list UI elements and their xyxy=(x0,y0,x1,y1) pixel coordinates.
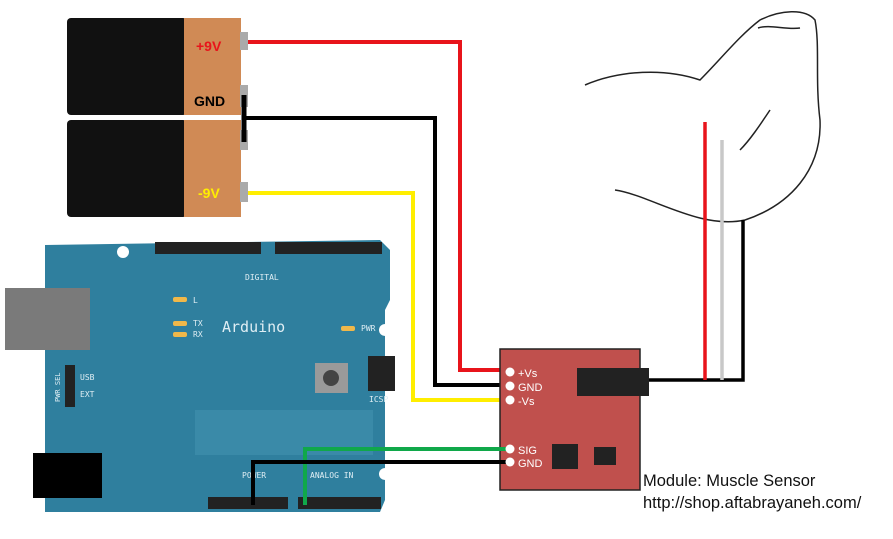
electrode-connector xyxy=(577,368,649,396)
pin-label: +Vs xyxy=(518,368,538,380)
wire-sig-green xyxy=(303,447,508,505)
arduino-brand: Arduino xyxy=(222,318,285,336)
power-header xyxy=(208,497,288,509)
icsp-label: ICSP xyxy=(369,395,388,404)
digital-header-left xyxy=(155,242,261,254)
arduino-board: Arduino DIGITAL ANALOG IN POWER ICSP PWR… xyxy=(5,240,395,512)
wire-gnd-arduino-black xyxy=(251,460,508,505)
muscle-sensor-module xyxy=(499,348,649,491)
led-pwr xyxy=(341,326,355,331)
pin-label: GND xyxy=(518,382,543,394)
icsp-header xyxy=(368,356,395,391)
pin-label: -Vs xyxy=(518,396,535,408)
pin-gnd xyxy=(505,381,515,391)
pin-vs-plus xyxy=(505,367,515,377)
wire-negative-yellow xyxy=(248,191,508,402)
usb-label: USB xyxy=(80,373,95,382)
battery-negative-label: -9V xyxy=(198,185,220,201)
battery-top: +9V GND xyxy=(67,18,248,115)
chip xyxy=(552,444,578,469)
wire-positive-red xyxy=(248,40,508,372)
power-jack xyxy=(33,453,102,498)
wire-gnd-black xyxy=(246,116,508,387)
digital-label: DIGITAL xyxy=(245,273,279,282)
reset-button-cap xyxy=(323,370,339,386)
analog-header xyxy=(298,497,381,509)
module-caption: Module: Muscle Sensor xyxy=(643,472,816,490)
electrode-cable-black xyxy=(649,220,745,382)
led-l xyxy=(173,297,187,302)
sensor-pins: +Vs GND -Vs SIG GND xyxy=(505,367,543,470)
led-rx xyxy=(173,332,187,337)
pin-sig xyxy=(505,444,515,454)
pin-label: GND xyxy=(518,458,543,470)
mount-hole xyxy=(379,468,391,480)
mount-hole xyxy=(379,324,391,336)
chip xyxy=(594,447,616,465)
shop-url[interactable]: http://shop.aftabrayaneh.com/ xyxy=(643,494,862,512)
pwr-sel-jumper xyxy=(65,365,75,407)
pin-gnd-2 xyxy=(505,457,515,467)
terminal xyxy=(240,32,248,50)
battery-positive-label: +9V xyxy=(196,38,222,54)
led-tx xyxy=(173,321,187,326)
led-l-label: L xyxy=(193,296,198,305)
battery-bottom: -9V xyxy=(67,120,248,217)
pwr-led-label: PWR xyxy=(361,324,376,333)
pwr-sel-label: PWR SEL xyxy=(54,372,62,402)
pin-vs-minus xyxy=(505,395,515,405)
terminal xyxy=(240,182,248,202)
digital-header-right xyxy=(275,242,382,254)
ext-label: EXT xyxy=(80,390,95,399)
arm-outline xyxy=(584,11,821,223)
mount-hole xyxy=(117,246,129,258)
battery-gnd-label: GND xyxy=(194,93,225,109)
analog-label: ANALOG IN xyxy=(310,471,354,480)
pin-label: SIG xyxy=(518,445,537,457)
led-tx-label: TX xyxy=(193,319,203,328)
usb-port xyxy=(5,288,90,350)
led-rx-label: RX xyxy=(193,330,203,339)
